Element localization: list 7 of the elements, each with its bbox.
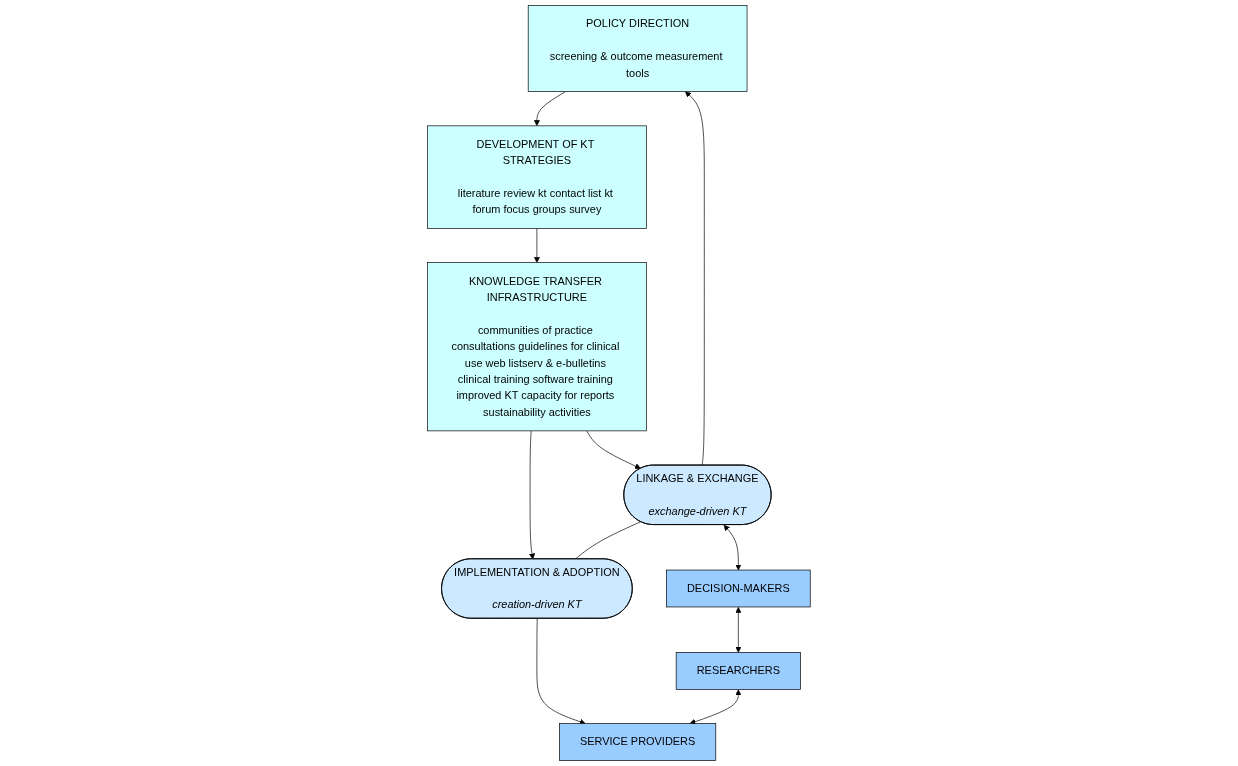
node-box: DECISION-MAKERS bbox=[666, 569, 811, 608]
node-box: DEVELOPMENT OF KT STRATEGIES literature review kt contact list kt forum focus groups survey bbox=[427, 125, 647, 229]
node-box: POLICY DIRECTION screening & outcome measurement tools bbox=[528, 5, 748, 92]
node-box: RESEARCHERS bbox=[675, 652, 801, 690]
connector bbox=[575, 521, 642, 560]
node-box: SERVICE PROVIDERS bbox=[559, 723, 717, 761]
node-box: KNOWLEDGE TRANSFER INFRASTRUCTURE communities of practice consultations guidelines for clinical use web listserv & e-bulletins clinical training software training improved KT capacity for reports sustainability activities bbox=[427, 262, 647, 432]
